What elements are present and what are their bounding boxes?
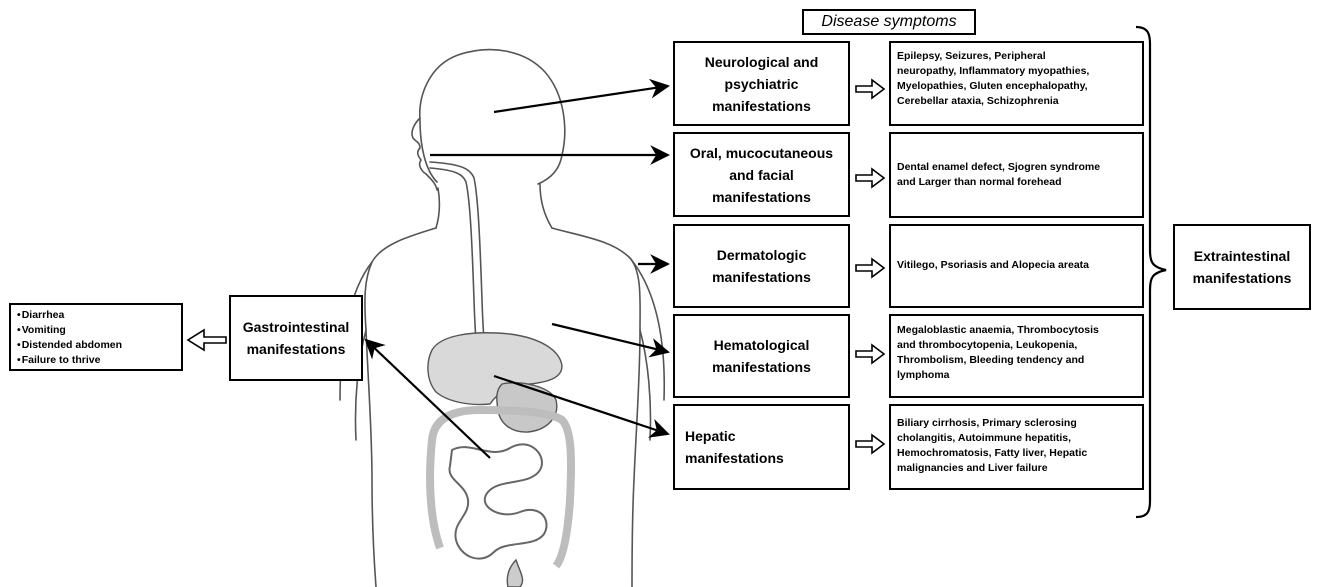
extraintestinal-label-line: manifestations — [1193, 267, 1292, 289]
category-label-line: Neurological and — [705, 51, 819, 73]
gi-symptom-item: Vomiting — [17, 323, 175, 338]
category-box-hepatic: Hepatic manifestations — [673, 404, 850, 490]
category-label-line: psychiatric — [705, 73, 819, 95]
symptom-line: Hemochromatosis, Fatty liver, Hepatic — [897, 446, 1136, 461]
symptom-line: and thrombocytopenia, Leukopenia, — [897, 338, 1136, 353]
hollow-arrow-derm — [856, 259, 884, 277]
symptom-box-hepatic: Biliary cirrhosis, Primary sclerosing ch… — [889, 404, 1144, 490]
hollow-arrow-neuro — [856, 80, 884, 98]
gi-symptom-item: Failure to thrive — [17, 353, 175, 368]
symptom-box-hema: Megaloblastic anaemia, Thrombocytosis an… — [889, 314, 1144, 398]
symptom-line: Biliary cirrhosis, Primary sclerosing — [897, 416, 1136, 431]
category-label-line: Hematological — [712, 334, 811, 356]
category-box-derm: Dermatologic manifestations — [673, 224, 850, 308]
category-label-line: Oral, mucocutaneous — [690, 142, 833, 164]
symptom-line: neuropathy, Inflammatory myopathies, — [897, 64, 1136, 79]
symptom-line: malignancies and Liver failure — [897, 461, 1136, 476]
symptom-line: Megaloblastic anaemia, Thrombocytosis — [897, 323, 1136, 338]
arrow-blood-to-hema — [552, 324, 668, 352]
symptom-line: Dental enamel defect, Sjogren syndrome — [897, 160, 1136, 175]
symptom-line: Cerebellar ataxia, Schizophrenia — [897, 94, 1136, 109]
digestive-organs — [428, 333, 571, 587]
disease-symptoms-title: Disease symptoms — [802, 9, 976, 35]
neck-outline — [436, 184, 552, 228]
hollow-arrow-oral — [856, 169, 884, 187]
gi-symptom-item: Distended abdomen — [17, 338, 175, 353]
large-intestine — [430, 410, 571, 566]
rectum — [507, 560, 522, 587]
symptom-line: cholangitis, Autoimmune hepatitis, — [897, 431, 1136, 446]
category-label-line: manifestations — [685, 447, 784, 469]
category-label-line: manifestations — [690, 186, 833, 208]
human-body-illustration — [340, 50, 664, 587]
arrow-head-to-neuro — [494, 86, 668, 112]
hollow-arrow-gi — [188, 330, 226, 350]
symptom-line: Vitilego, Psoriasis and Alopecia areata — [897, 258, 1136, 273]
category-label-line: Dermatologic — [712, 244, 811, 266]
symptom-box-derm: Vitilego, Psoriasis and Alopecia areata — [889, 224, 1144, 308]
category-box-neuro: Neurological and psychiatric manifestati… — [673, 41, 850, 126]
hollow-arrow-hepatic — [856, 435, 884, 453]
category-box-oral: Oral, mucocutaneous and facial manifesta… — [673, 132, 850, 217]
symptom-line: Myelopathies, Gluten encephalopathy, — [897, 79, 1136, 94]
extraintestinal-box: Extraintestinal manifestations — [1173, 224, 1311, 310]
symptom-line: and Larger than normal forehead — [897, 175, 1136, 190]
gastrointestinal-label-line: manifestations — [243, 338, 350, 360]
gastrointestinal-symptom-list: Diarrhea Vomiting Distended abdomen Fail… — [9, 303, 183, 371]
gi-symptom-item: Diarrhea — [17, 308, 175, 323]
category-label-line: and facial — [690, 164, 833, 186]
gastrointestinal-box: Gastrointestinal manifestations — [229, 295, 363, 381]
category-box-hema: Hematological manifestations — [673, 314, 850, 398]
symptom-box-neuro: Epilepsy, Seizures, Peripheral neuropath… — [889, 41, 1144, 126]
category-label-line: manifestations — [705, 95, 819, 117]
extraintestinal-label-line: Extraintestinal — [1193, 245, 1292, 267]
small-intestine — [449, 444, 546, 558]
category-label-line: manifestations — [712, 356, 811, 378]
symptom-line: Thrombolism, Bleeding tendency and — [897, 353, 1136, 368]
symptom-line: lymphoma — [897, 368, 1136, 383]
head-outline — [420, 50, 565, 184]
hollow-arrow-hema — [856, 345, 884, 363]
symptom-line: Epilepsy, Seizures, Peripheral — [897, 49, 1136, 64]
symptom-box-oral: Dental enamel defect, Sjogren syndrome a… — [889, 132, 1144, 218]
category-label-line: Hepatic — [685, 425, 784, 447]
category-label-line: manifestations — [712, 266, 811, 288]
torso-outline — [365, 228, 436, 587]
gastrointestinal-label-line: Gastrointestinal — [243, 316, 350, 338]
